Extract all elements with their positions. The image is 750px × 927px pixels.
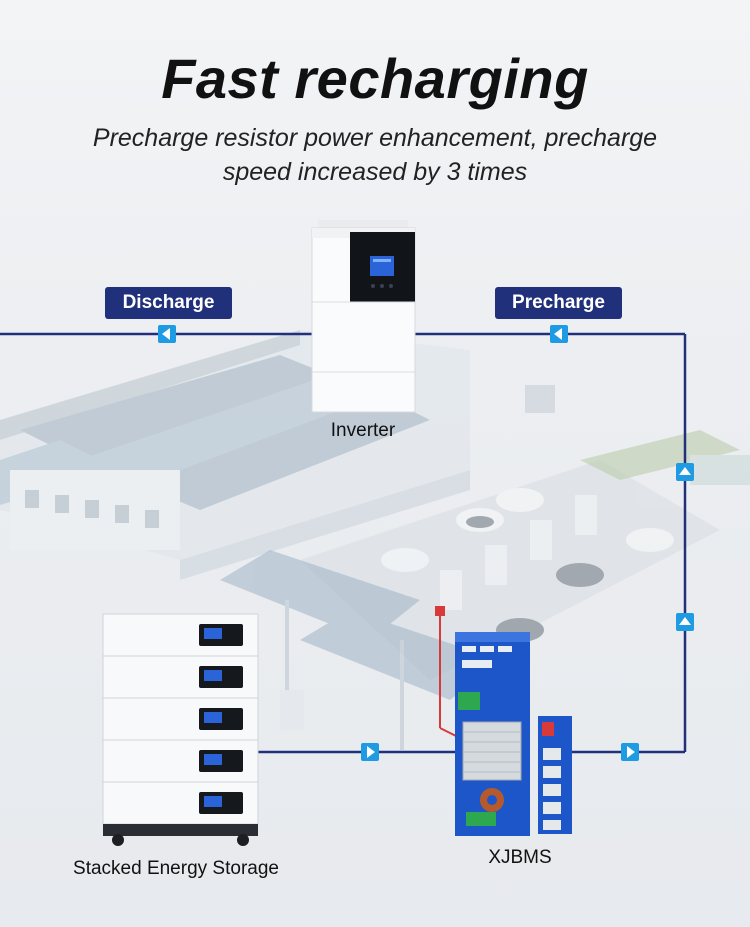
discharge-label: Discharge — [105, 287, 232, 319]
background-carport — [220, 550, 500, 750]
storage-label: Stacked Energy Storage — [73, 858, 279, 879]
arrow-right-icon — [361, 743, 379, 761]
precharge-label: Precharge — [495, 287, 622, 319]
subtitle-line-2: speed increased by 3 times — [222, 158, 528, 186]
arrow-up-icon — [676, 613, 694, 631]
bms-board — [435, 606, 572, 836]
inverter-device — [311, 220, 416, 413]
bms-label: XJBMS — [488, 847, 552, 868]
arrow-up-icon — [676, 463, 694, 481]
arrow-left-icon — [550, 325, 568, 343]
subtitle-line-1: Precharge resistor power enhancement, pr… — [92, 124, 658, 152]
background-booth — [525, 385, 750, 485]
page-title: Fast recharging — [161, 47, 589, 110]
arrow-left-icon — [158, 325, 176, 343]
background-parking-lot — [300, 460, 720, 680]
stacked-storage-device — [102, 613, 259, 846]
inverter-label: Inverter — [330, 420, 396, 441]
circuit-lines — [0, 332, 687, 754]
arrow-right-icon — [621, 743, 639, 761]
